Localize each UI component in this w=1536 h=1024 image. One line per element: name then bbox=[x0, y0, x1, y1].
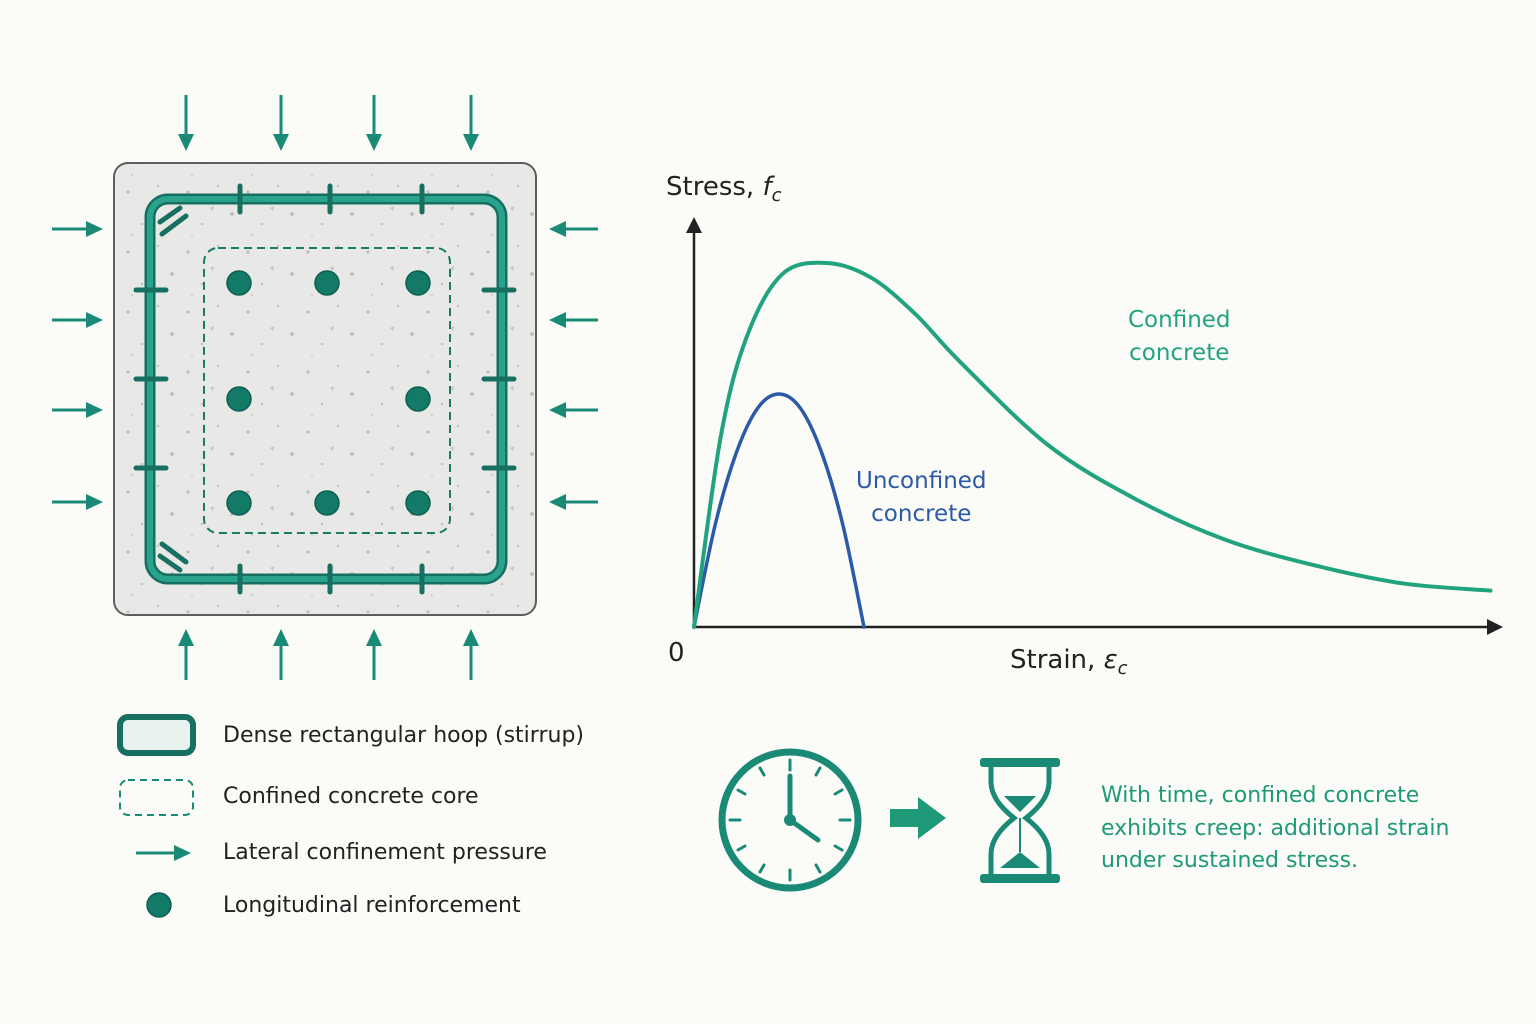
creep-description: With time, confined concrete exhibits cr… bbox=[1101, 780, 1449, 878]
arrow-up-icon bbox=[366, 629, 382, 680]
rebar-dot-icon bbox=[146, 892, 172, 918]
arrow-left-icon bbox=[549, 494, 598, 510]
arrow-down-icon bbox=[178, 95, 194, 151]
column-cross-section bbox=[52, 95, 598, 680]
creep-line: under sustained stress. bbox=[1101, 848, 1359, 873]
arrow-down-icon bbox=[366, 95, 382, 151]
concrete-texture bbox=[116, 165, 534, 613]
y-axis-label: Stress, fc bbox=[666, 172, 782, 206]
rebar bbox=[226, 270, 252, 296]
dashed-core-icon bbox=[119, 779, 194, 816]
arrow-right-icon bbox=[52, 312, 103, 328]
unconfined-curve bbox=[692, 392, 866, 629]
y-axis-arrowhead bbox=[686, 217, 702, 233]
y-axis-label-sub: c bbox=[771, 185, 782, 207]
hourglass-icon bbox=[980, 758, 1060, 883]
legend-label-reinforcement: Longitudinal reinforcement bbox=[223, 893, 521, 918]
origin-label: 0 bbox=[668, 638, 685, 668]
rebar bbox=[405, 270, 431, 296]
hoop-stirrup-highlight bbox=[147, 196, 505, 582]
creep-line: With time, confined concrete bbox=[1101, 783, 1420, 808]
arrow-up-icon bbox=[178, 629, 194, 680]
series-label-line: Confined bbox=[1128, 307, 1231, 333]
series-label-line: concrete bbox=[871, 501, 972, 527]
series-label-unconfined: Unconfined concrete bbox=[856, 465, 987, 531]
confined-curve bbox=[692, 260, 1493, 629]
rebar bbox=[405, 490, 431, 516]
arrow-down-icon bbox=[273, 95, 289, 151]
arrow-right-icon bbox=[52, 402, 103, 418]
rebar bbox=[314, 490, 340, 516]
series-label-confined: Confined concrete bbox=[1128, 304, 1231, 370]
y-axis-label-text: Stress, bbox=[666, 172, 763, 202]
legend-label-hoop: Dense rectangular hoop (stirrup) bbox=[223, 723, 584, 748]
arrow-right-icon bbox=[52, 221, 103, 237]
rebar bbox=[226, 386, 252, 412]
hoop-icon bbox=[117, 714, 196, 756]
arrow-icon bbox=[136, 845, 191, 861]
arrow-down-icon bbox=[463, 95, 479, 151]
rebar bbox=[226, 490, 252, 516]
arrow-left-icon bbox=[549, 312, 598, 328]
arrow-left-icon bbox=[549, 402, 598, 418]
arrow-left-icon bbox=[549, 221, 598, 237]
series-label-line: Unconfined bbox=[856, 468, 987, 494]
legend-icons bbox=[117, 714, 196, 918]
creep-illustration bbox=[718, 748, 1060, 892]
arrow-up-icon bbox=[463, 629, 479, 680]
confinement-arrows bbox=[52, 95, 598, 680]
rebar bbox=[405, 386, 431, 412]
x-axis-label-var: ε bbox=[1103, 645, 1118, 675]
x-axis-arrowhead bbox=[1487, 619, 1503, 635]
confined-core-outline bbox=[203, 247, 451, 534]
arrow-right-icon bbox=[890, 797, 946, 839]
x-axis-label-sub: c bbox=[1117, 658, 1128, 680]
creep-line: exhibits creep: additional strain bbox=[1101, 815, 1450, 841]
rebar bbox=[314, 270, 340, 296]
clock-icon bbox=[718, 748, 862, 892]
tie-ticks bbox=[133, 183, 517, 595]
series-label-line: concrete bbox=[1129, 340, 1230, 366]
longitudinal-rebars bbox=[226, 270, 431, 516]
hoop-hooks bbox=[157, 205, 189, 573]
legend-label-pressure: Lateral confinement pressure bbox=[223, 840, 547, 865]
legend-label-core: Confined concrete core bbox=[223, 784, 479, 809]
x-axis-label: Strain, εc bbox=[1010, 645, 1128, 679]
arrow-right-icon bbox=[52, 494, 103, 510]
stress-strain-chart bbox=[686, 217, 1503, 635]
x-axis-label-text: Strain, bbox=[1010, 645, 1104, 675]
y-axis-label-var: f bbox=[762, 172, 772, 202]
arrow-up-icon bbox=[273, 629, 289, 680]
